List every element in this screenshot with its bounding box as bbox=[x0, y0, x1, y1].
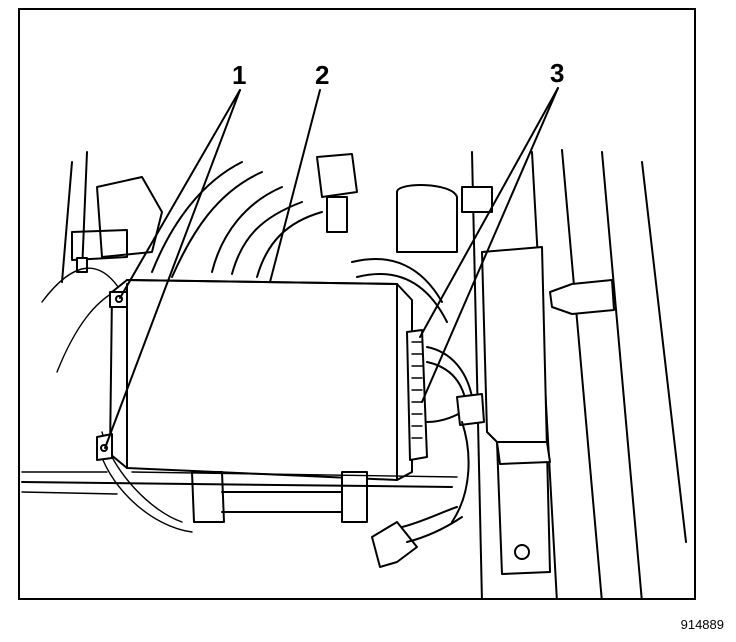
callout-3-label: 3 bbox=[550, 58, 564, 88]
module-installation-drawing: 1 2 3 bbox=[21, 58, 687, 598]
callout-3-leaders bbox=[419, 87, 559, 403]
left-bracket-assembly bbox=[21, 151, 163, 495]
callout-2-leader bbox=[269, 89, 321, 283]
illustration-frame: 1 2 3 bbox=[18, 8, 696, 600]
wiring-harness-top bbox=[151, 153, 493, 323]
right-door-pillar bbox=[471, 149, 687, 598]
module-connectors bbox=[406, 329, 485, 461]
figure-number: 914889 bbox=[680, 617, 724, 632]
callout-1-label: 1 bbox=[232, 60, 246, 90]
control-module bbox=[96, 279, 413, 481]
callout-2-label: 2 bbox=[315, 60, 329, 90]
lower-bracket bbox=[21, 421, 470, 568]
callout-1-leaders bbox=[104, 89, 241, 449]
